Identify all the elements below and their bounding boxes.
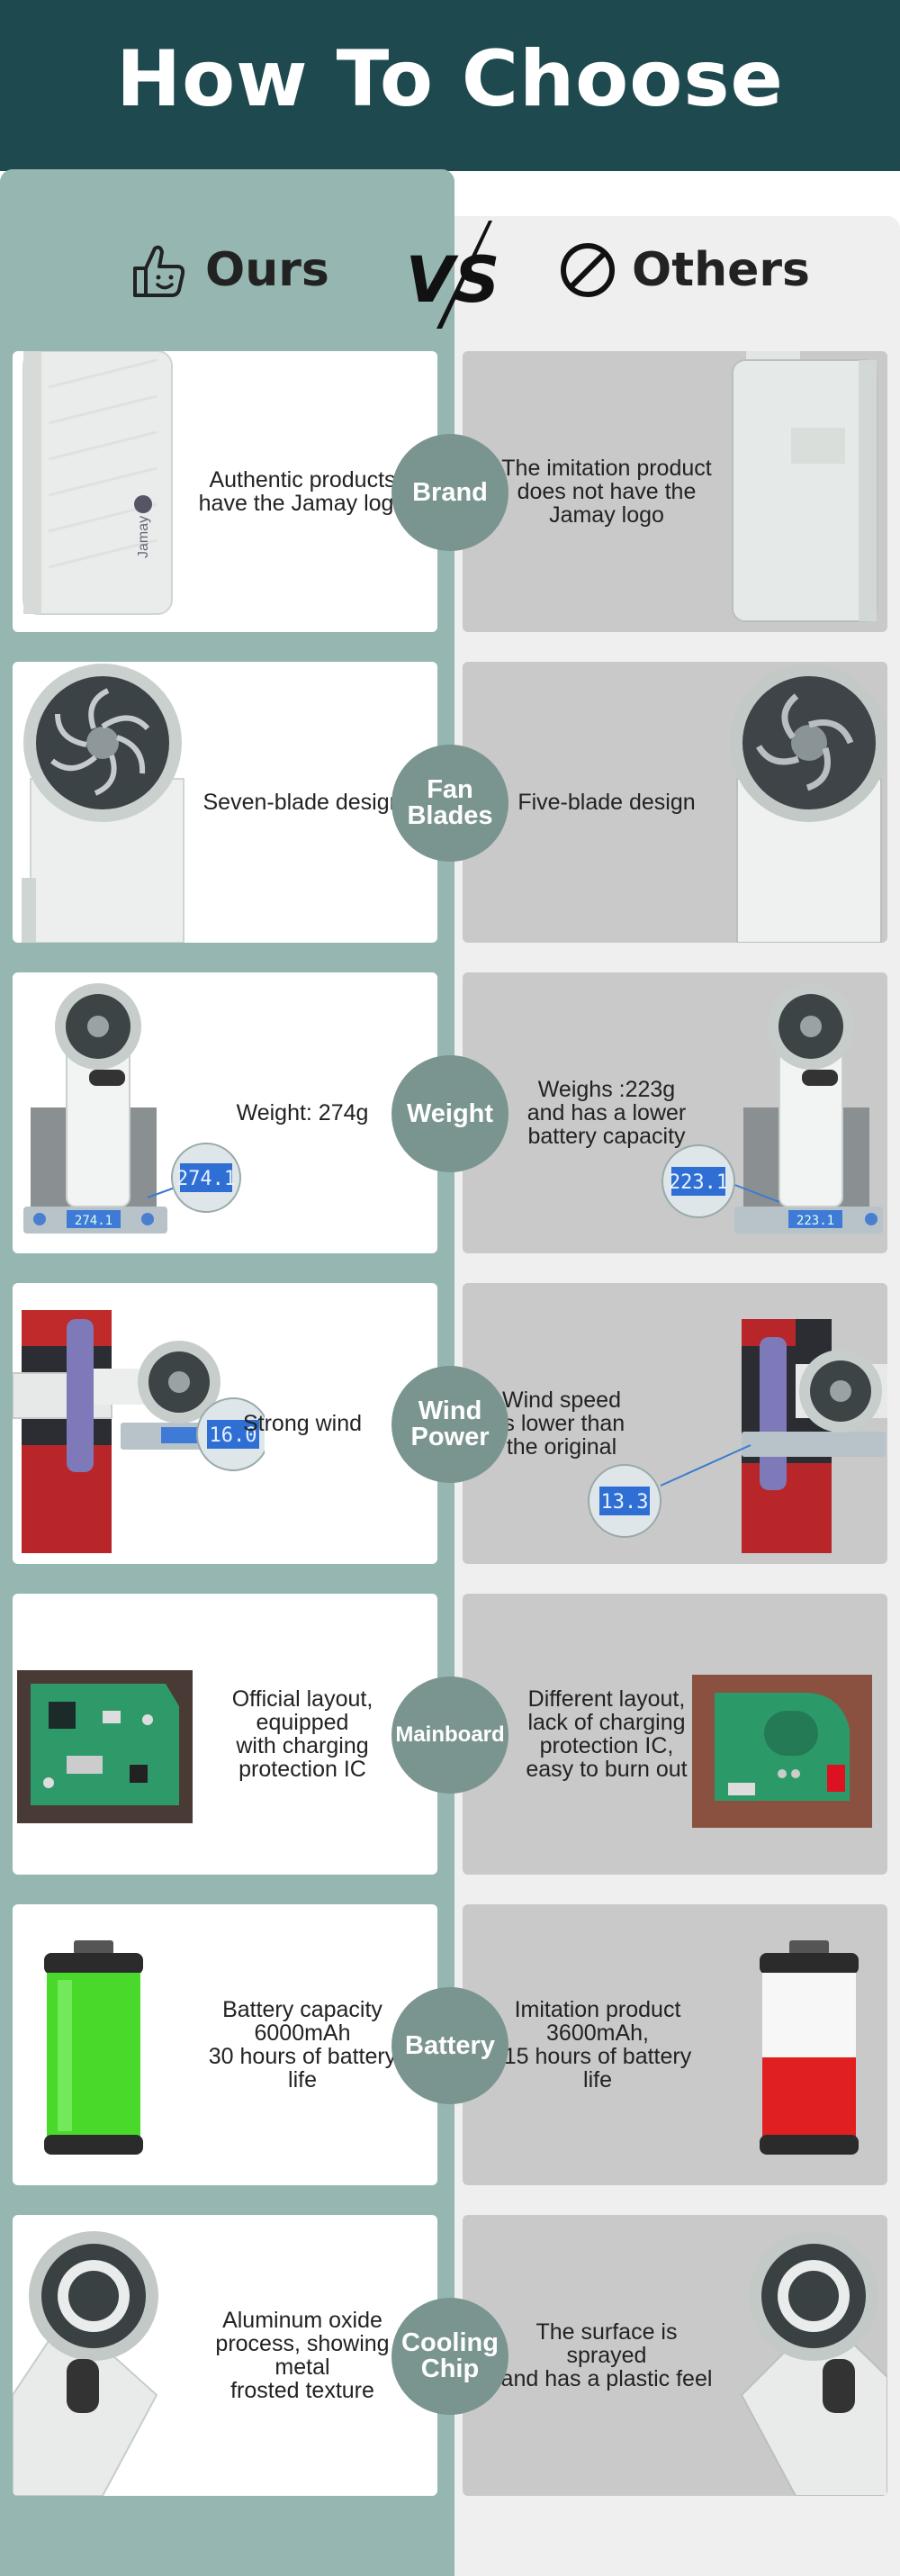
scale-reading-ours: 274.1 [75,1214,112,1228]
low-battery-icon [760,1940,859,2155]
five-blade-fan-image [730,664,887,943]
others-desc-wind-power: Wind speed is lower than the original [499,1387,626,1460]
row-brand: Jamay Authentic products have the Jamay … [0,351,900,632]
feature-badge-cooling-chip: Cooling Chip [392,2298,508,2415]
seven-blade-fan-image [22,664,184,943]
others-card-mainboard: Different layout, lack of charging prote… [463,1594,887,1875]
others-desc-fan-blades: Five-blade design [518,789,696,815]
others-column-header: Others [558,225,810,315]
official-pcb-image [17,1670,193,1823]
ours-desc-wind-power: Strong wind [242,1410,363,1436]
plastic-cooling-fan-image [740,2231,887,2496]
ours-card-mainboard: Official layout, equipped with charging … [13,1594,437,1875]
ours-card-brand: Jamay Authentic products have the Jamay … [13,351,437,632]
row-battery: Battery capacity 6000mAh 30 hours of bat… [0,1904,900,2185]
vs-mark: VS [410,221,500,329]
others-desc-battery: Imitation product 3600mAh, 15 hours of b… [503,1996,692,2093]
row-mainboard: Official layout, equipped with charging … [0,1594,900,1875]
scale-zoom-ours: 274.1 [176,1168,236,1190]
ours-column-header: Ours [126,225,329,315]
imitation-wind-test-image: 13.3 [588,1319,887,1553]
anemometer-reading-others: 13.3 [601,1491,649,1514]
feature-badge-mainboard: Mainboard [392,1677,508,1794]
ours-card-weight: 274.1 274.1 Weight: 274g [13,972,437,1253]
ours-card-cooling-chip: Aluminum oxide process, showing metal fr… [13,2215,437,2496]
ours-desc-mainboard: Official layout, equipped with charging … [231,1686,374,1783]
others-card-wind-power: Wind speed is lower than the original 13… [463,1283,887,1564]
full-battery-icon [44,1940,143,2155]
feature-badge-wind-power: Wind Power [392,1366,508,1483]
others-desc-mainboard: Different layout, lack of charging prote… [526,1686,688,1783]
row-cooling-chip: Aluminum oxide process, showing metal fr… [0,2215,900,2496]
others-card-weight: Weighs :223g and has a lower battery cap… [463,972,887,1253]
ours-desc-cooling-chip: Aluminum oxide process, showing metal fr… [215,2307,390,2404]
ours-card-battery: Battery capacity 6000mAh 30 hours of bat… [13,1904,437,2185]
scale-reading-others: 223.1 [796,1214,834,1228]
others-card-battery: Imitation product 3600mAh, 15 hours of b… [463,1904,887,2185]
header-banner: How To Choose [0,0,900,171]
anemometer-reading-ours: 16.0 [210,1424,257,1447]
others-desc-weight: Weighs :223g and has a lower battery cap… [526,1076,687,1150]
imitation-fan-back-image [732,351,878,622]
row-wind-power: 16.0 Strong wind Wind speed is lower tha… [0,1283,900,1564]
scale-zoom-others: 223.1 [669,1171,728,1194]
feature-badge-weight: Weight [392,1055,508,1172]
ours-desc-battery: Battery capacity 6000mAh 30 hours of bat… [208,1996,397,2093]
feature-badge-brand: Brand [392,434,508,551]
others-card-cooling-chip: The surface is sprayed and has a plastic… [463,2215,887,2496]
imitation-fan-on-scale-image: 223.1 223.1 [662,983,883,1234]
fan-back-image: Jamay [22,351,173,615]
ours-desc-fan-blades: Seven-blade design [202,789,402,815]
imitation-pcb-image [692,1675,872,1828]
others-label: Others [632,243,810,297]
row-fan-blades: Seven-blade design Five-blade design Fan… [0,662,900,943]
ours-desc-brand: Authentic products have the Jamay logo [198,466,407,516]
feature-badge-fan-blades: Fan Blades [392,745,508,862]
others-card-brand: The imitation product does not have the … [463,351,887,632]
fan-on-scale-image: 274.1 274.1 [23,983,241,1234]
ours-card-wind-power: 16.0 Strong wind [13,1283,437,1564]
prohibited-icon [561,243,615,297]
ours-label: Ours [205,243,329,297]
feature-badge-battery: Battery [392,1987,508,2104]
ours-card-fan-blades: Seven-blade design [13,662,437,943]
others-card-fan-blades: Five-blade design [463,662,887,943]
thumbs-up-smile-icon [133,245,185,297]
aluminum-cooling-fan-image [13,2231,158,2496]
page-title: How To Choose [116,34,784,124]
others-desc-cooling-chip: The surface is sprayed and has a plastic… [500,2318,713,2392]
jamay-logo-text: Jamay [136,516,151,558]
ours-desc-weight: Weight: 274g [236,1099,369,1125]
row-weight: 274.1 274.1 Weight: 274g Weighs :223g an… [0,972,900,1253]
wind-test-image: 16.0 [13,1310,265,1553]
others-desc-brand: The imitation product does not have the … [501,455,712,529]
vs-text: VS [410,243,500,317]
